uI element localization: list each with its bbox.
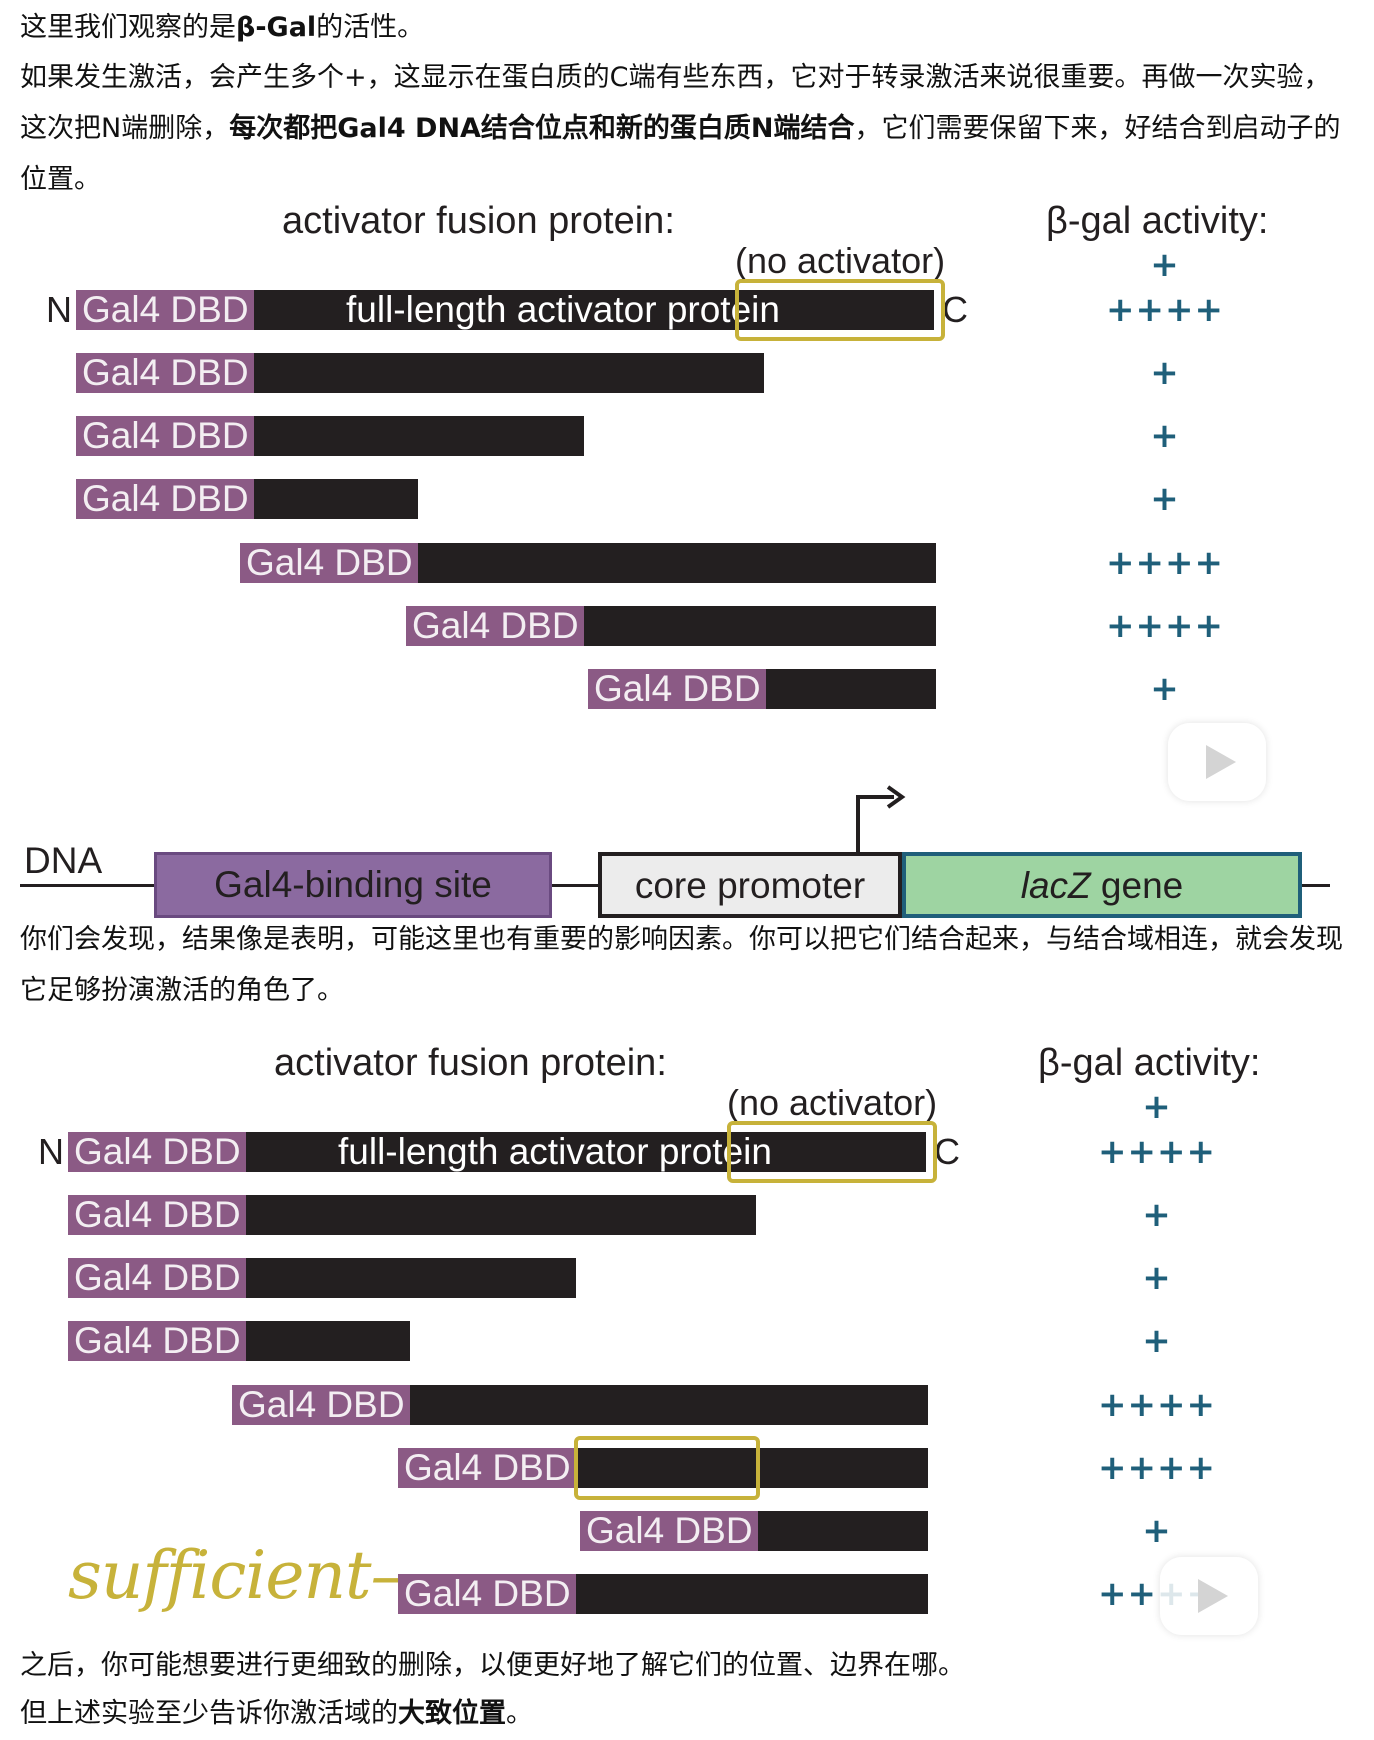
construct-row: Gal4 DBD [588, 669, 948, 709]
dna-strand [1302, 884, 1330, 887]
figure-heading-fusion: activator fusion protein: [274, 1042, 667, 1084]
activator-segment: full-length activator protein [246, 1132, 926, 1172]
activator-segment [576, 1448, 928, 1488]
activator-segment [576, 1574, 928, 1614]
activity-value: + [1142, 1258, 1172, 1298]
construct-row: Gal4 DBD [232, 1385, 932, 1425]
gal4-dbd-segment: Gal4 DBD [68, 1321, 246, 1361]
sufficient-annotation: sufficient– [68, 1537, 404, 1614]
activator-segment [254, 479, 418, 519]
activity-value: ++++ [1106, 543, 1224, 583]
activator-segment [246, 1258, 576, 1298]
gal4-dbd-segment: Gal4 DBD [406, 606, 584, 646]
gal4-dbd-segment: Gal4 DBD [68, 1132, 246, 1172]
activity-value: ++++ [1098, 1385, 1216, 1425]
activator-segment [766, 669, 936, 709]
no-activator-activity: + [1142, 1087, 1172, 1127]
followup-paragraph: 之后，你可能想要进行更细致的删除，以便更好地了解它们的位置、边界在哪。 [20, 1650, 965, 1681]
gal4-dbd-segment: Gal4 DBD [76, 290, 254, 330]
activity-value: + [1150, 353, 1180, 393]
construct-row-full-length: N Gal4 DBD full-length activator protein… [38, 1131, 1068, 1172]
gal4-dbd-segment: Gal4 DBD [398, 1448, 576, 1488]
gal4-dbd-segment: Gal4 DBD [588, 669, 766, 709]
explanation-paragraph: 如果发生激活，会产生多个+，这显示在蛋白质的C端有些东西，它对于转录激活来说很重… [20, 62, 1341, 195]
no-activator-label: (no activator) [735, 240, 946, 281]
gal4-binding-site: Gal4-binding site [154, 852, 552, 918]
construct-row: Gal4 DBD [68, 1321, 428, 1361]
full-length-label: full-length activator protein [338, 1131, 772, 1172]
activity-value: + [1150, 669, 1180, 709]
activity-value: + [1142, 1195, 1172, 1235]
activity-value: ++++ [1106, 606, 1224, 646]
activator-segment [418, 543, 936, 583]
no-activator-label: (no activator) [727, 1082, 938, 1123]
activator-segment [410, 1385, 928, 1425]
figure-heading-activity: β-gal activity: [1046, 200, 1269, 242]
construct-row-full-length: N Gal4 DBD full-length activator protein… [46, 289, 1076, 330]
gal4-dbd-segment: Gal4 DBD [232, 1385, 410, 1425]
gal4-dbd-segment: Gal4 DBD [76, 479, 254, 519]
construct-row: Gal4 DBD [398, 1448, 938, 1488]
activity-value: ++++ [1098, 1448, 1216, 1488]
video-play-icon[interactable] [1160, 1557, 1258, 1635]
conclusion-paragraph: 但上述实验至少告诉你激活域的大致位置。 [20, 1698, 533, 1729]
figure-heading-fusion: activator fusion protein: [282, 200, 675, 242]
activity-value: ++++ [1106, 290, 1224, 330]
construct-row: Gal4 DBD [76, 416, 596, 456]
dna-strand [20, 884, 155, 887]
construct-row-fused: Gal4 DBD [398, 1574, 938, 1614]
video-play-icon[interactable] [1168, 723, 1266, 801]
activity-value: + [1150, 416, 1180, 456]
gene-word: gene [1090, 865, 1184, 906]
n-terminus-label: N [38, 1131, 64, 1172]
construct-row: Gal4 DBD [76, 479, 436, 519]
figure-heading-activity: β-gal activity: [1038, 1042, 1261, 1084]
intro-paragraph: 这里我们观察的是β-Gal的活性。 [20, 12, 425, 43]
full-length-label: full-length activator protein [346, 289, 780, 330]
construct-row: Gal4 DBD [580, 1511, 940, 1551]
gal4-dbd-segment: Gal4 DBD [240, 543, 418, 583]
activity-value: + [1142, 1511, 1172, 1551]
gal4-dbd-segment: Gal4 DBD [68, 1258, 246, 1298]
gal4-dbd-segment: Gal4 DBD [68, 1195, 246, 1235]
n-terminus-label: N [46, 289, 72, 330]
c-terminus-label: C [934, 1131, 960, 1172]
construct-row: Gal4 DBD [76, 353, 776, 393]
c-terminus-label: C [942, 289, 968, 330]
transcription-start-arrow-icon [856, 785, 906, 853]
deletion-figure-2: activator fusion protein: β-gal activity… [0, 1037, 1374, 1637]
activity-value: + [1150, 479, 1180, 519]
result-paragraph: 你们会发现，结果像是表明，可能这里也有重要的影响因素。你可以把它们结合起来，与结… [20, 924, 1343, 1006]
activator-segment [246, 1195, 756, 1235]
c-terminal-highlight [727, 1121, 937, 1183]
activator-segment [584, 606, 936, 646]
lacz-name: lacZ [1020, 865, 1091, 906]
activation-domain-highlight [574, 1436, 760, 1500]
gal4-dbd-segment: Gal4 DBD [76, 416, 254, 456]
construct-row: Gal4 DBD [240, 543, 940, 583]
activator-segment: full-length activator protein [254, 290, 934, 330]
c-terminal-highlight [735, 279, 945, 341]
dna-strand [552, 884, 599, 887]
construct-row: Gal4 DBD [68, 1258, 588, 1298]
activator-segment [254, 416, 584, 456]
gal4-dbd-segment: Gal4 DBD [398, 1574, 576, 1614]
deletion-figure-1: activator fusion protein: β-gal activity… [0, 195, 1374, 918]
activity-value: + [1142, 1321, 1172, 1361]
activator-segment [246, 1321, 410, 1361]
dna-label: DNA [24, 840, 103, 881]
activator-segment [254, 353, 764, 393]
gal4-dbd-segment: Gal4 DBD [76, 353, 254, 393]
gal4-dbd-segment: Gal4 DBD [580, 1511, 758, 1551]
activator-segment [758, 1511, 928, 1551]
core-promoter: core promoter [598, 852, 902, 918]
no-activator-activity: + [1150, 245, 1180, 285]
lacz-gene: lacZ gene [902, 852, 1302, 918]
activity-value: ++++ [1098, 1132, 1216, 1172]
construct-row: Gal4 DBD [406, 606, 946, 646]
construct-row: Gal4 DBD [68, 1195, 768, 1235]
